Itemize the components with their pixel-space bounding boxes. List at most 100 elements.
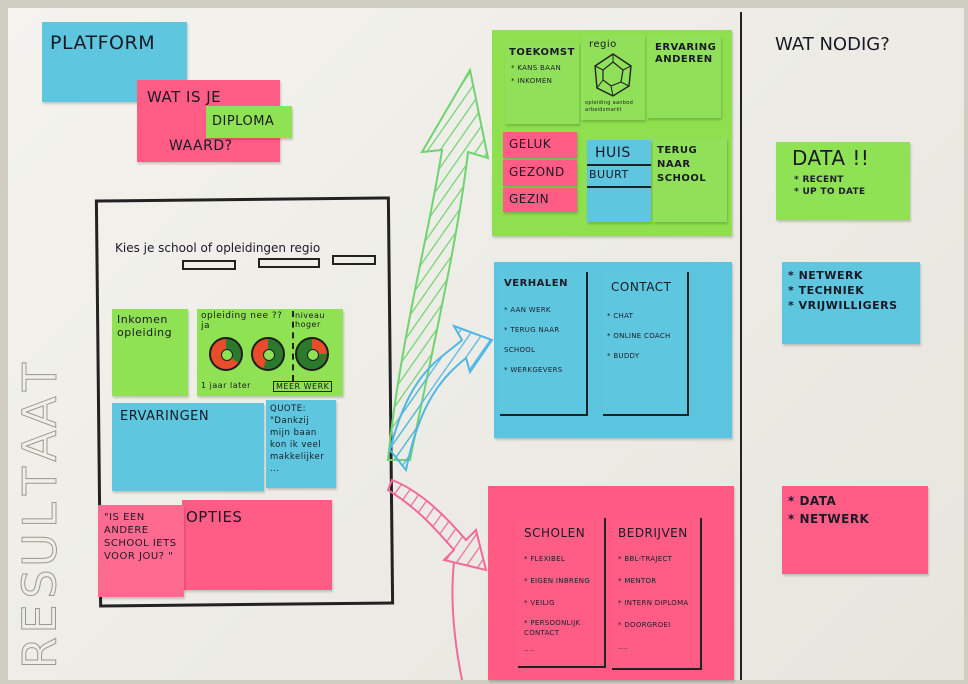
list-item: * DATA <box>788 494 837 508</box>
data-title: DATA !! <box>792 146 870 170</box>
data-list: * RECENT * UP TO DATE <box>794 174 865 198</box>
list-item: * WERKGEVERS <box>504 366 563 374</box>
regio-note: regio opleiding aanbod arbeidsmarkt <box>581 36 645 120</box>
bedrijven-label: BEDRIJVEN <box>618 526 688 540</box>
list-item: * CHAT <box>607 312 634 320</box>
regio-caption: opleiding aanbod arbeidsmarkt <box>585 100 634 113</box>
list-item: * INTERN DIPLOMA <box>618 599 689 607</box>
quote-text: QUOTE: "Dankzij mijn baan kon ik veel ma… <box>270 404 325 474</box>
chart-footer-right: MEER WERK <box>273 381 333 392</box>
side-label-letter: E <box>12 603 67 634</box>
search-field-3[interactable] <box>332 255 376 265</box>
gezond-note: GEZOND <box>503 160 577 186</box>
list-item: * KANS BAAN <box>511 64 561 72</box>
platform-label: PLATFORM <box>50 32 156 54</box>
toekomst-label: TOEKOMST <box>509 47 575 58</box>
huis-note: HUIS BUURT <box>587 140 651 222</box>
ervaringen-label: ERVARINGEN <box>120 409 210 424</box>
list-item: * INKOMEN <box>511 77 553 85</box>
huis-divider <box>587 164 651 166</box>
school-search-prompt: Kies je school of opleidingen regio <box>115 241 321 255</box>
side-label-letter: T <box>12 466 67 495</box>
data-note: DATA !! * RECENT * UP TO DATE <box>776 142 910 220</box>
verhalen-note: VERHALEN * AAN WERK * TERUG NAAR SCHOOL … <box>500 272 588 416</box>
list-item: * AAN WERK <box>504 306 551 314</box>
regio-map-icon <box>594 53 632 97</box>
regio-label: regio <box>589 39 617 50</box>
hatched-arrows <box>386 67 494 680</box>
pink-arrow <box>386 478 488 572</box>
list-item: * NETWERK <box>788 269 863 282</box>
list-item: * DOORGROEI <box>618 621 671 629</box>
list-item: * TECHNIEK <box>788 284 865 297</box>
contact-note: CONTACT * CHAT * ONLINE COACH * BUDDY <box>603 272 689 416</box>
list-item: * BUDDY <box>607 352 640 360</box>
resultaat-side-label: T A A T L U S E R <box>10 360 70 670</box>
list-item: * VRIJWILLIGERS <box>788 299 898 312</box>
scholen-label: SCHOLEN <box>524 526 586 540</box>
inkomen-label: Inkomen opleiding <box>117 313 173 339</box>
buurt-label: BUURT <box>589 168 629 181</box>
side-label-letter: S <box>12 569 67 599</box>
ervaring-anderen-note: ERVARING ANDEREN <box>647 36 721 118</box>
donut-chart-2 <box>251 337 285 371</box>
bedrijven-list: * BBL-TRAJECT * MENTOR * INTERN DIPLOMA … <box>618 548 700 658</box>
list-item: * PERSOONLIJK CONTACT <box>524 619 581 637</box>
list-item: * TERUG NAAR SCHOOL <box>504 326 560 354</box>
search-field-2[interactable] <box>258 258 320 268</box>
buurt-divider <box>587 186 651 188</box>
school-question-note: "IS EEN ANDERE SCHOOL IETS VOOR JOU? " <box>98 505 184 597</box>
side-label-letter: A <box>13 430 68 462</box>
data-netwerk-list: * DATA * NETWERK <box>788 492 869 528</box>
list-item: * ONLINE COACH <box>607 332 671 340</box>
chart-header-left: opleiding nee ?? ja <box>201 311 283 331</box>
toekomst-note: TOEKOMST * KANS BAAN * INKOMEN <box>505 42 579 124</box>
terug-naar-school-note: TERUG NAAR SCHOOL <box>653 138 727 222</box>
school-question-text: "IS EEN ANDERE SCHOOL IETS VOOR JOU? " <box>104 512 177 562</box>
data-netwerk-note: * DATA * NETWERK <box>782 486 928 574</box>
terug-naar-school-label: TERUG NAAR SCHOOL <box>657 145 707 184</box>
side-label-letter: A <box>13 395 68 428</box>
list-item: * UP TO DATE <box>794 187 866 197</box>
quote-note: QUOTE: "Dankzij mijn baan kon ik veel ma… <box>266 400 336 488</box>
contact-label: CONTACT <box>611 280 672 294</box>
bedrijven-note: BEDRIJVEN * BBL-TRAJECT * MENTOR * INTER… <box>612 518 702 670</box>
donut-chart-1 <box>209 337 243 371</box>
huis-label: HUIS <box>595 145 631 161</box>
wat-is-je-label: WAT IS JE <box>147 88 222 106</box>
gezin-note: GEZIN <box>503 188 577 212</box>
green-arrow <box>386 67 490 461</box>
netwerk-techniek-note: * NETWERK * TECHNIEK * VRIJWILLIGERS <box>782 262 920 344</box>
side-label-letter: L <box>12 502 67 529</box>
side-label-letter: R <box>13 637 68 670</box>
side-label-letter: U <box>12 532 67 567</box>
opties-label: OPTIES <box>186 508 243 526</box>
chart-divider <box>292 311 294 381</box>
list-item: .... <box>618 643 629 651</box>
list-item: .... <box>524 645 535 653</box>
list-item: * RECENT <box>794 175 844 185</box>
side-label-letter: T <box>12 362 67 392</box>
chart-header-right: niveau hoger <box>295 311 325 329</box>
list-item: * VEILIG <box>524 599 555 607</box>
ervaring-anderen-label: ERVARING ANDEREN <box>655 42 717 65</box>
geluk-label: GELUK <box>509 137 552 151</box>
opties-note: OPTIES <box>182 500 332 590</box>
diploma-label: DIPLOMA <box>212 114 275 129</box>
donut-charts-note: opleiding nee ?? ja niveau hoger 1 jaar … <box>197 309 343 396</box>
search-field-1[interactable] <box>182 260 236 270</box>
list-item: * BBL-TRAJECT <box>618 555 673 563</box>
wat-nodig-title: WAT NODIG? <box>775 34 890 55</box>
list-item: * FLEXIBEL <box>524 555 566 563</box>
pink-arrow-stem <box>451 561 463 680</box>
donut-chart-3 <box>295 337 329 371</box>
contact-list: * CHAT * ONLINE COACH * BUDDY <box>607 306 687 366</box>
waard-label: WAARD? <box>169 138 233 154</box>
verhalen-label: VERHALEN <box>504 278 568 289</box>
gezin-label: GEZIN <box>509 192 550 206</box>
scholen-note: SCHOLEN * FLEXIBEL * EIGEN INBRENG * VEI… <box>518 518 606 668</box>
list-item: * EIGEN INBRENG <box>524 577 591 585</box>
list-item: * NETWERK <box>788 512 870 526</box>
ervaringen-note: ERVARINGEN <box>112 403 264 491</box>
scholen-list: * FLEXIBEL * EIGEN INBRENG * VEILIG * PE… <box>524 548 604 660</box>
